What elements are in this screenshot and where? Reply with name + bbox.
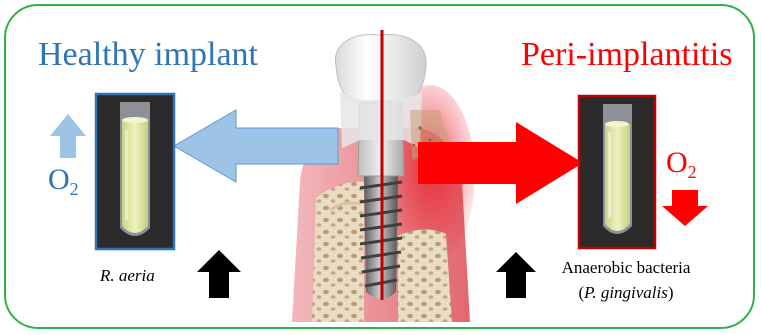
disease-bacteria-label: Anaerobic bacteria (P. gingivalis) <box>538 255 714 305</box>
arrow-up-light-blue-icon <box>50 114 86 158</box>
arrow-up-black-left-icon <box>197 250 241 298</box>
peri-implantitis-title: Peri-implantitis <box>521 36 733 74</box>
species-line: (P. gingivalis) <box>538 280 714 305</box>
arrow-up-black-right-icon <box>496 252 536 298</box>
healthy-implant-title: Healthy implant <box>38 36 258 74</box>
healthy-bacteria-label: R. aeria <box>100 266 155 286</box>
arrow-down-red-icon <box>662 190 708 226</box>
oxygen-label-right: O2 <box>666 146 697 183</box>
culture-tube-healthy <box>96 94 174 249</box>
oxygen-label-left: O2 <box>48 163 79 200</box>
culture-tube-disease <box>579 96 655 248</box>
anaerobic-bacteria-line: Anaerobic bacteria <box>538 255 714 280</box>
species-name: P. gingivalis <box>584 283 668 302</box>
